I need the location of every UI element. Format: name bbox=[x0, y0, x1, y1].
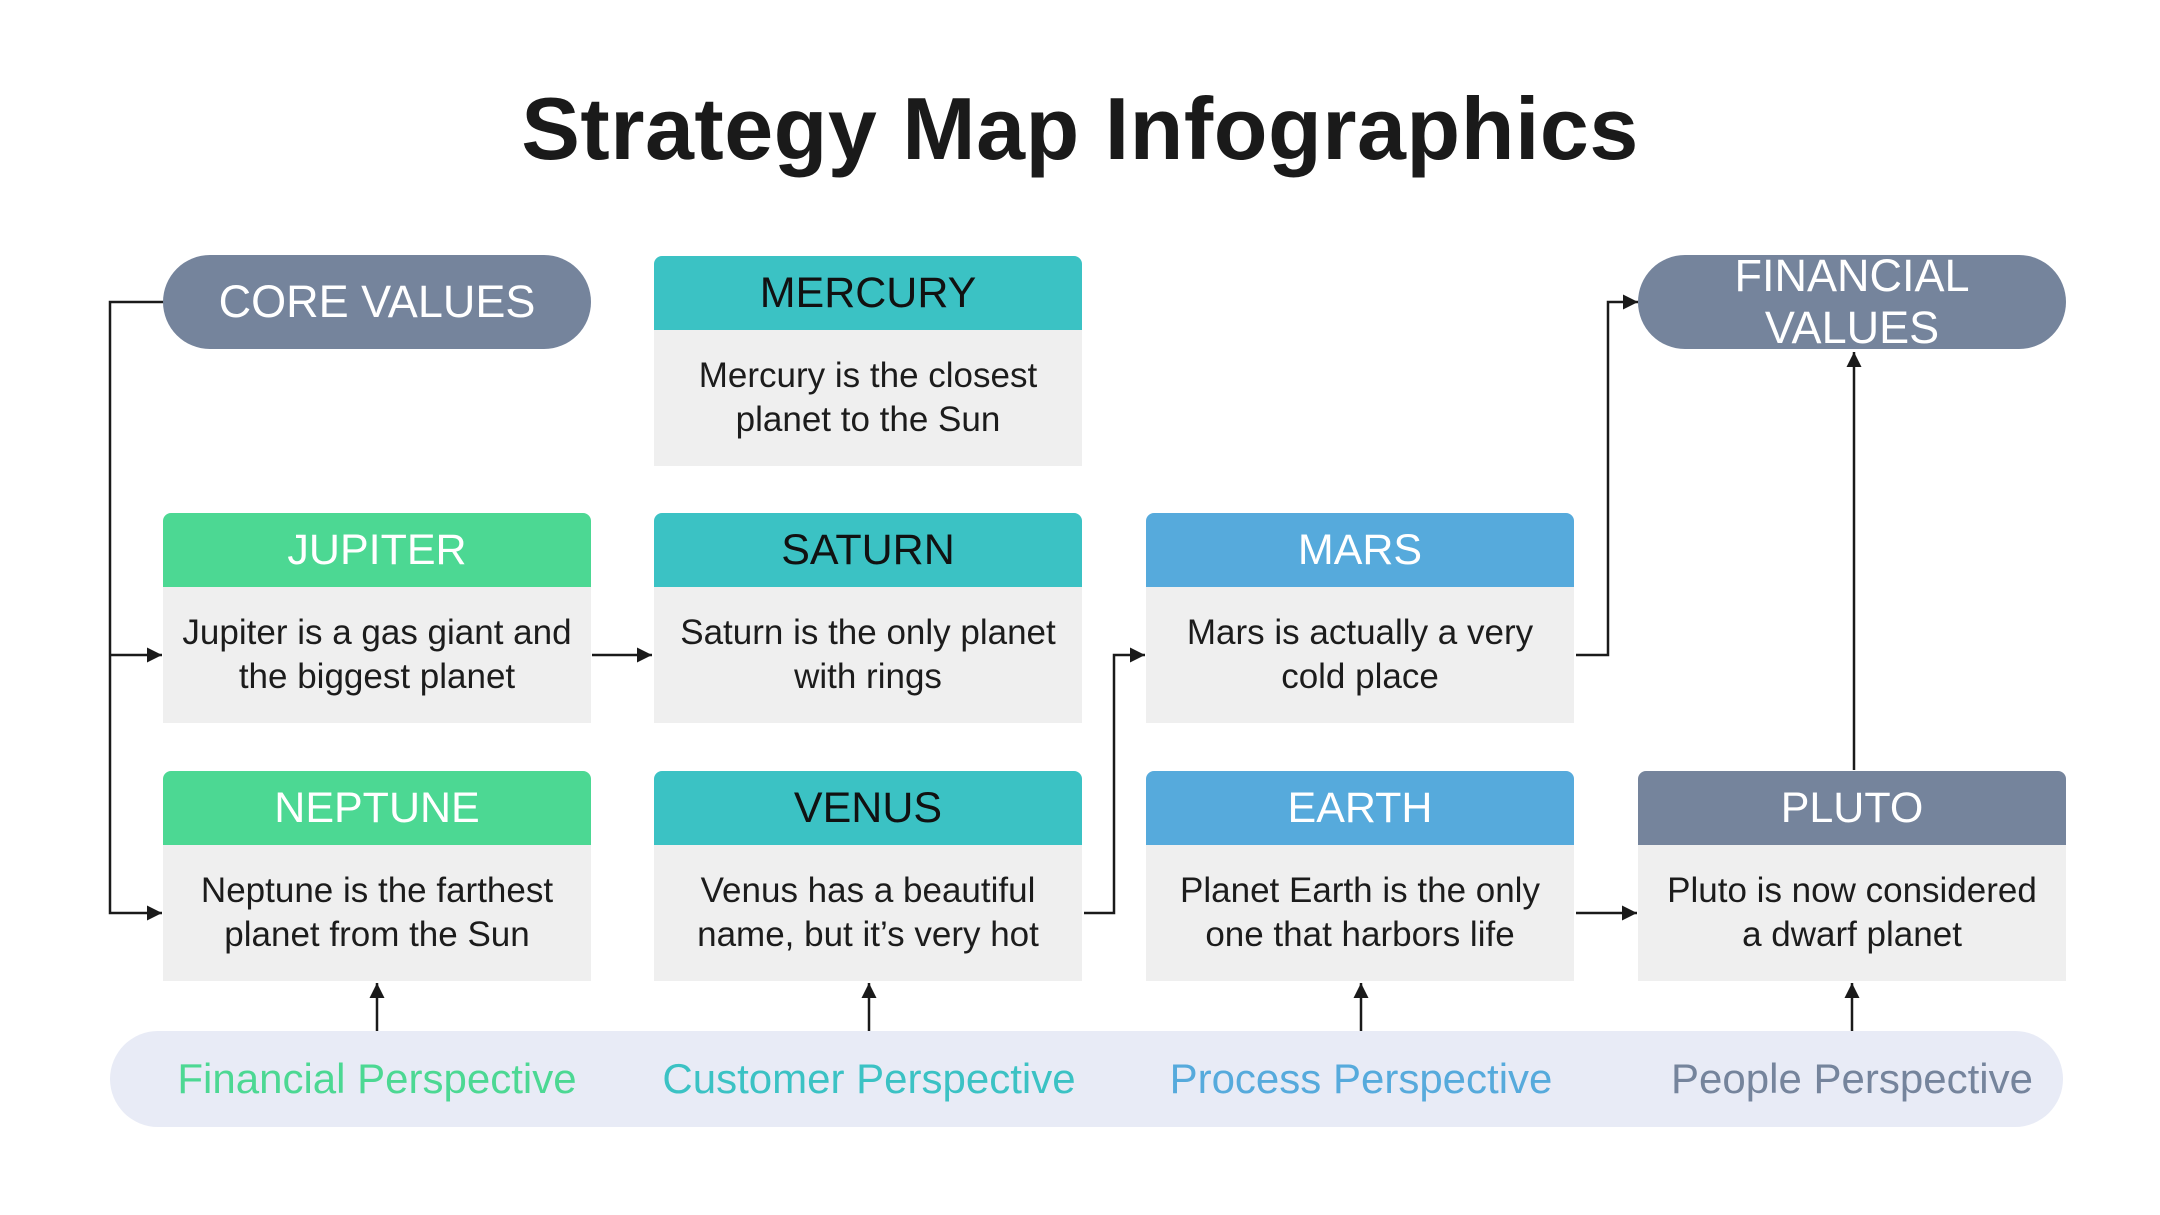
card-earth-title: EARTH bbox=[1146, 771, 1574, 845]
venus-to-mars-arrow bbox=[1084, 647, 1145, 915]
card-mars-text: Mars is actually a very cold place bbox=[1146, 587, 1574, 723]
card-saturn-title: SATURN bbox=[654, 513, 1082, 587]
card-jupiter-text: Jupiter is a gas giant and the biggest p… bbox=[163, 587, 591, 723]
people-perspective-label: People Perspective bbox=[1671, 1055, 2033, 1102]
financial-values-pill: FINANCIAL VALUES bbox=[1638, 250, 2066, 353]
card-venus-title: VENUS bbox=[654, 771, 1082, 845]
core-values-pill: CORE VALUES bbox=[163, 255, 591, 349]
customer-perspective-label: Customer Perspective bbox=[662, 1055, 1076, 1102]
financial-perspective-label: Financial Perspective bbox=[177, 1055, 577, 1102]
page-title: Strategy Map Infographics bbox=[521, 79, 1639, 178]
card-saturn-text: Saturn is the only planet with rings bbox=[654, 587, 1082, 723]
card-venus: VENUS Venus has a beautiful name, but it… bbox=[654, 771, 1082, 981]
card-earth: EARTH Planet Earth is the only one that … bbox=[1146, 771, 1574, 981]
card-mercury: MERCURY Mercury is the closest planet to… bbox=[654, 256, 1082, 466]
core-values-label: CORE VALUES bbox=[218, 276, 536, 327]
card-mars: MARS Mars is actually a very cold place bbox=[1146, 513, 1574, 723]
card-earth-text: Planet Earth is the only one that harbor… bbox=[1146, 845, 1574, 981]
card-jupiter-title: JUPITER bbox=[163, 513, 591, 587]
core-values-connector bbox=[108, 300, 165, 921]
process-perspective-label: Process Perspective bbox=[1169, 1055, 1553, 1102]
card-jupiter: JUPITER Jupiter is a gas giant and the b… bbox=[163, 513, 591, 723]
card-mercury-text: Mercury is the closest planet to the Sun bbox=[654, 330, 1082, 466]
card-pluto-title: PLUTO bbox=[1638, 771, 2066, 845]
financial-values-label: FINANCIAL VALUES bbox=[1734, 250, 1970, 353]
card-pluto-text: Pluto is now considered a dwarf planet bbox=[1638, 845, 2066, 981]
card-mercury-title: MERCURY bbox=[654, 256, 1082, 330]
mars-to-financial-arrow bbox=[1576, 294, 1638, 657]
card-neptune-text: Neptune is the farthest planet from the … bbox=[163, 845, 591, 981]
card-pluto: PLUTO Pluto is now considered a dwarf pl… bbox=[1638, 771, 2066, 981]
card-neptune: NEPTUNE Neptune is the farthest planet f… bbox=[163, 771, 591, 981]
card-neptune-title: NEPTUNE bbox=[163, 771, 591, 845]
card-venus-text: Venus has a beautiful name, but it’s ver… bbox=[654, 845, 1082, 981]
card-saturn: SATURN Saturn is the only planet with ri… bbox=[654, 513, 1082, 723]
card-mars-title: MARS bbox=[1146, 513, 1574, 587]
perspective-bar bbox=[110, 1031, 2063, 1127]
